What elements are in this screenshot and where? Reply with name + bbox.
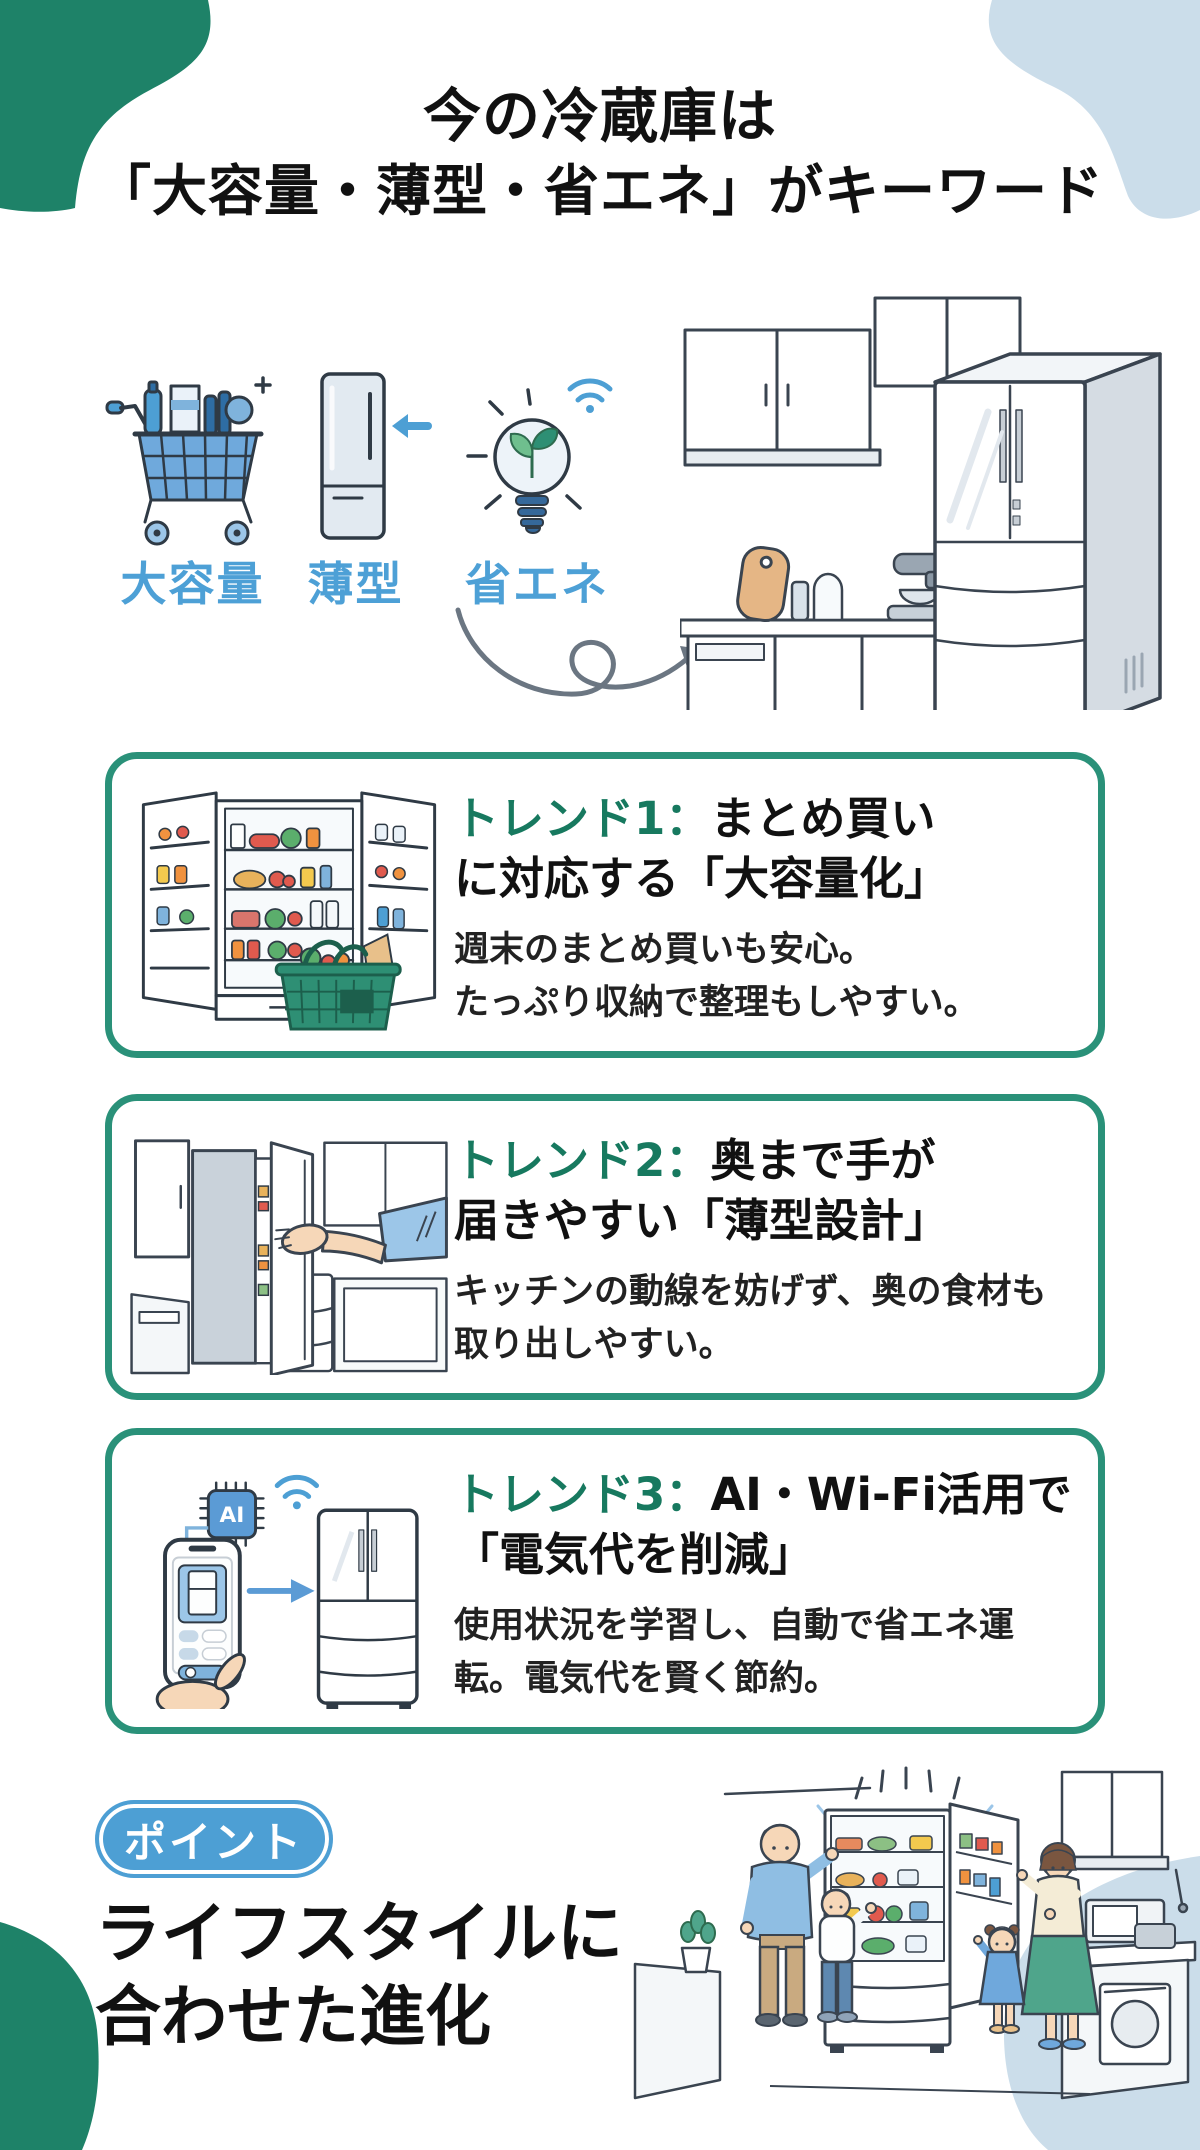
trend3-text: トレンド3：AI・Wi-Fi活用で 「電気代を削減」 使用状況を学習し、自動で省… bbox=[454, 1465, 1094, 1706]
smart-fridge-app-illustration: AI bbox=[155, 1474, 419, 1709]
slim-fridge-reach-illustration bbox=[130, 1139, 448, 1375]
trend2-body-line1: キッチンの動線を妨げず、奥の食材も bbox=[454, 1271, 1047, 1312]
open-fridge-basket-illustration bbox=[141, 791, 437, 1031]
arrow-left-icon bbox=[392, 414, 432, 438]
page-title: 今の冷蔵庫は 「大容量・薄型・省エネ」がキーワード bbox=[0, 78, 1200, 227]
trend-card-3: AI bbox=[105, 1428, 1105, 1734]
holding-hand bbox=[155, 1652, 246, 1709]
trend2-title: トレンド2：奥まで手が 届きやすい「薄型設計」 bbox=[454, 1131, 1094, 1252]
keyword-label-eco: 省エネ bbox=[465, 557, 609, 611]
trend1-label: トレンド1： bbox=[454, 792, 711, 845]
cart-icon bbox=[105, 376, 272, 546]
mother bbox=[1016, 1842, 1100, 2050]
blob-top-right bbox=[988, 0, 1200, 219]
keyword-label-capacity: 大容量 bbox=[120, 557, 265, 611]
page-title-line2: 「大容量・薄型・省エネ」がキーワード bbox=[95, 158, 1104, 223]
trend1-body-line2: たっぷり収納で整理もしやすい。 bbox=[454, 982, 979, 1023]
page-title-line1: 今の冷蔵庫は bbox=[422, 82, 777, 150]
ai-chip-icon: AI bbox=[184, 1481, 265, 1547]
sparkles bbox=[854, 1766, 961, 1800]
wifi-icon bbox=[274, 1474, 320, 1510]
shopping-basket bbox=[274, 933, 402, 1031]
trend3-body-line2: 転。電気代を賢く節約。 bbox=[454, 1658, 840, 1699]
daughter bbox=[973, 1924, 1026, 2034]
son bbox=[817, 1888, 877, 2023]
trend2-body: キッチンの動線を妨げず、奥の食材も 取り出しやすい。 bbox=[454, 1266, 1094, 1372]
trend-card-2: トレンド2：奥まで手が 届きやすい「薄型設計」 キッチンの動線を妨げず、奥の食材… bbox=[105, 1094, 1105, 1400]
trend1-title-line2: に対応する「大容量化」 bbox=[454, 852, 950, 906]
point-badge: ポイント bbox=[95, 1800, 333, 1878]
slim-fridge-icon bbox=[320, 372, 432, 540]
blob-bottom-left bbox=[0, 1922, 99, 2150]
kitchen-illustration bbox=[680, 296, 1162, 710]
loop-arrow-icon bbox=[455, 607, 708, 697]
point-heading-line1: ライフスタイルに bbox=[95, 1895, 623, 1972]
trend3-title-line2: 「電気代を削減」 bbox=[454, 1528, 815, 1582]
smart-fridge bbox=[316, 1508, 419, 1709]
keyword-label-slim: 薄型 bbox=[307, 557, 404, 611]
trend2-text: トレンド2：奥まで手が 届きやすい「薄型設計」 キッチンの動線を妨げず、奥の食材… bbox=[454, 1131, 1094, 1372]
reaching-arm bbox=[274, 1196, 448, 1265]
trend3-title-rest: AI・Wi-Fi活用で bbox=[710, 1468, 1072, 1521]
blob-top-left bbox=[0, 0, 211, 212]
sync-arrow bbox=[246, 1579, 315, 1603]
trend1-title: トレンド1：まとめ買い に対応する「大容量化」 bbox=[454, 789, 1094, 910]
trend2-label: トレンド2： bbox=[454, 1134, 711, 1187]
trend3-body: 使用状況を学習し、自動で省エネ運 転。電気代を賢く節約。 bbox=[454, 1600, 1094, 1706]
father bbox=[740, 1823, 839, 2027]
trend2-body-line2: 取り出しやすい。 bbox=[454, 1324, 734, 1365]
trend3-body-line1: 使用状況を学習し、自動で省エネ運 bbox=[454, 1605, 1015, 1646]
trend3-label: トレンド3： bbox=[454, 1468, 711, 1521]
point-heading-line2: 合わせた進化 bbox=[95, 1978, 491, 2056]
eco-bulb-icon bbox=[466, 378, 613, 534]
trend-card-1: トレンド1：まとめ買い に対応する「大容量化」 週末のまとめ買いも安心。 たっぷ… bbox=[105, 752, 1105, 1058]
family-kitchen-illustration bbox=[633, 1766, 1197, 2100]
family-fridge bbox=[823, 1802, 1020, 2053]
trend1-body-line1: 週末のまとめ買いも安心。 bbox=[454, 929, 875, 970]
trend1-text: トレンド1：まとめ買い に対応する「大容量化」 週末のまとめ買いも安心。 たっぷ… bbox=[454, 789, 1094, 1030]
wifi-icon bbox=[567, 378, 613, 413]
point-badge-label: ポイント bbox=[123, 1817, 304, 1867]
ai-chip-label: AI bbox=[220, 1503, 245, 1528]
trend1-title-rest: まとめ買い bbox=[710, 792, 936, 845]
point-heading: ライフスタイルに 合わせた進化 bbox=[95, 1892, 655, 2058]
trend2-title-line2: 届きやすい「薄型設計」 bbox=[454, 1194, 950, 1248]
trend2-title-rest: 奥まで手が bbox=[710, 1134, 936, 1187]
trend3-title: トレンド3：AI・Wi-Fi活用で 「電気代を削減」 bbox=[454, 1465, 1094, 1586]
trend1-body: 週末のまとめ買いも安心。 たっぷり収納で整理もしやすい。 bbox=[454, 924, 1094, 1030]
